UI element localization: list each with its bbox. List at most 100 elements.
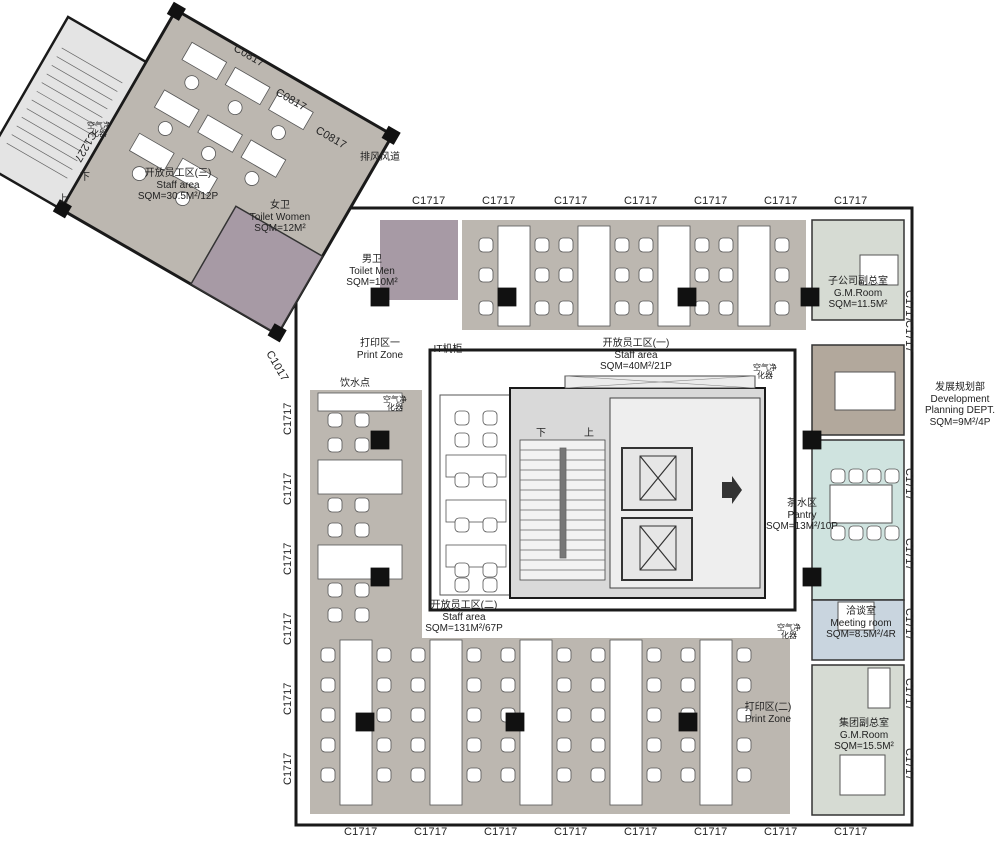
structural-column [370,287,390,307]
chair [590,707,606,723]
chair [866,468,882,484]
chair [478,237,494,253]
water-point-label: 饮水点 [340,378,370,389]
desk [429,639,463,806]
wing-stair [0,15,148,211]
toilet-men-floor [380,220,458,300]
chair [354,522,370,538]
chair [482,472,498,488]
exit-arrow-icon [722,476,742,504]
window-code: C1717 [282,612,294,645]
window-code: C1717 [834,826,868,838]
it-cabinet-label: IT机柜 [433,344,463,355]
meeting-table [837,601,875,631]
window-code: C1717 [694,826,728,838]
chair [694,267,710,283]
chair [466,647,482,663]
structural-column [800,287,820,307]
chair [327,522,343,538]
chair [376,647,392,663]
window-code: C1717 [344,826,378,838]
window-code: C1717 [482,195,516,207]
window-code: C1717 [903,608,915,641]
chair [638,237,654,253]
core-stairs [519,439,606,581]
chair [590,647,606,663]
desk [445,499,507,523]
chair [848,525,864,541]
window-code: C1717 [554,195,588,207]
room-name-en: Staff area [156,179,200,191]
desk [519,639,553,806]
chair [736,677,752,693]
chair [478,267,494,283]
stair-up-label: 上 [58,194,68,205]
structural-column [370,567,390,587]
pantry-label: 茶水区 Pantry SQM=13M²/10P [762,498,842,533]
chair [410,737,426,753]
chair [590,737,606,753]
chair [830,468,846,484]
chair [558,237,574,253]
window-code: C1717 [282,472,294,505]
room-sqm: SQM=15.5M² [834,741,894,752]
room-name-zh: 子公司副总室 [828,276,888,287]
room-name-zh: 打印区一 [360,338,400,349]
chair [454,472,470,488]
room-sqm: SQM=40M²/21P [600,361,672,372]
window-code: C1717 [764,826,798,838]
chair [410,647,426,663]
room-name-zh: 发展规划部 [935,382,985,393]
chair-layer [320,237,900,783]
chair [376,737,392,753]
room-sqm: SQM=11.5M² [828,299,888,310]
chair [376,677,392,693]
stair-up-label: 上 [584,428,594,439]
chair [534,237,550,253]
desk [577,225,611,327]
stair-down-label: 下 [536,428,546,439]
structural-column [355,712,375,732]
staff-area-3-label: 开放员工区(三) Staff area SQM=30.5M²/12P [128,168,228,203]
window-code: C1717 [764,195,798,207]
chair [500,737,516,753]
structural-column [497,287,517,307]
chair [638,300,654,316]
room-sqm: SQM=9M²/4P [929,416,991,428]
rotated-wing [0,1,401,343]
chair [556,707,572,723]
chair [638,267,654,283]
chair [646,707,662,723]
gm-desk [839,754,886,796]
window-code: C1717 [282,752,294,785]
window-code: C1717 [903,290,915,323]
chair [556,677,572,693]
staff-area-2-label: 开放员工区(二) Staff area SQM=131M²/67P [404,600,524,635]
desk [497,225,531,327]
chair [736,767,752,783]
desk [445,454,507,478]
desk [317,459,403,495]
print-zone-2-label: 打印区(二) Print Zone [738,702,798,725]
room-sqm: SQM=131M²/67P [425,623,503,634]
sub-gm-room-label: 子公司副总室 G.M.Room SQM=11.5M² [816,276,900,311]
toilet-men-label: 男卫 Toilet Men SQM=10M² [332,254,412,289]
chair [680,767,696,783]
structural-column [370,430,390,450]
chair [327,607,343,623]
chair [774,237,790,253]
room-name-en: Staff area [442,611,486,623]
desk [699,639,733,806]
chair [558,267,574,283]
chair [354,412,370,428]
chair [558,300,574,316]
room-name-en: Development [930,393,990,405]
window-code: C1717 [903,748,915,781]
room-name-en: Pantry [787,509,817,521]
chair [454,562,470,578]
chair [614,300,630,316]
window-code: C1717 [624,195,658,207]
air-purifier-tag: 空气净化器 [383,395,407,413]
room-name-zh: 集团副总室 [839,718,889,729]
